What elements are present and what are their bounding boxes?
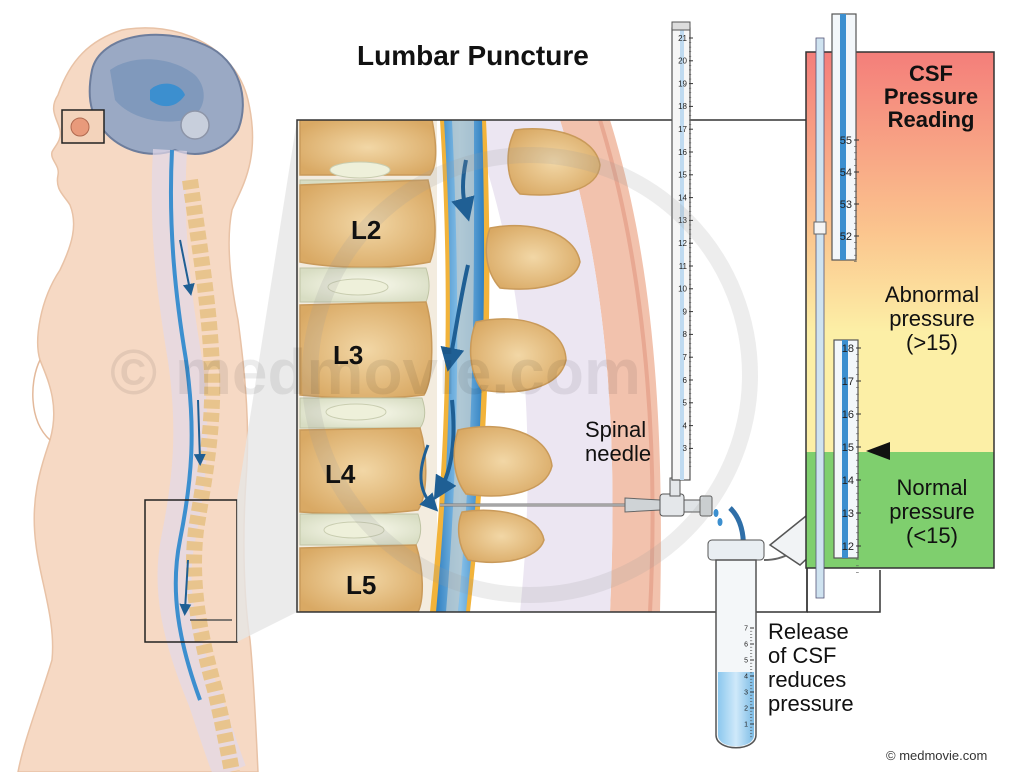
watermark	[302, 147, 758, 603]
spine-closeup-panel	[296, 119, 808, 613]
watermark-text: © medmovie.com	[110, 336, 641, 408]
scale-label: 55	[840, 135, 852, 147]
scale-label: 11	[679, 262, 688, 271]
scale-label: 5	[744, 657, 748, 664]
scale-label: 10	[678, 285, 687, 294]
scale-label: 16	[678, 148, 687, 157]
scale-label: 4	[744, 673, 748, 680]
upper-pressure-scale: 55 54 53 52	[840, 135, 859, 262]
scale-label: 18	[842, 343, 854, 355]
normal-pressure-label: Normal pressure (<15)	[889, 475, 975, 548]
collection-tube	[707, 515, 834, 749]
scale-label: 14	[678, 193, 687, 202]
scale-label: 2	[744, 705, 748, 712]
vertebra-label-l3: L3	[333, 340, 364, 370]
scale-label: 15	[678, 171, 687, 180]
scale-label: 6	[683, 376, 688, 385]
vertebra-label-l4: L4	[325, 459, 356, 489]
scale-label: 5	[683, 399, 688, 408]
spinal-column	[151, 148, 246, 772]
scale-label: 13	[842, 508, 854, 520]
scale-label: 14	[842, 475, 854, 487]
scale-label: 6	[744, 641, 748, 648]
eye-inset-box	[61, 109, 105, 144]
zoom-connector	[237, 120, 297, 642]
spinal-needle	[440, 477, 713, 517]
scale-label: 16	[842, 409, 854, 421]
scale-label: 21	[678, 34, 687, 43]
eye-icon	[70, 117, 90, 137]
brain	[88, 33, 244, 155]
scale-label: 15	[842, 442, 854, 454]
scale-label: 17	[842, 376, 854, 388]
vertebra-label-l5: L5	[346, 570, 377, 600]
scale-label: 3	[683, 444, 688, 453]
scale-label: 52	[840, 231, 852, 243]
scale-label: 19	[678, 79, 687, 88]
scale-label: 4	[683, 421, 688, 430]
tube-scale: 7 6 5 4 3 2 1	[744, 625, 754, 738]
scale-label: 18	[678, 102, 687, 111]
scale-label: 7	[744, 625, 748, 632]
scale-label: 13	[678, 216, 687, 225]
release-label: Release of CSF reduces pressure	[768, 619, 854, 716]
scale-label: 20	[678, 57, 687, 66]
spinal-needle-label: Spinal needle	[585, 417, 652, 466]
lower-pressure-scale: 18 17 16 15 14 13 12	[842, 343, 861, 573]
panel-manometer	[813, 13, 859, 599]
scale-label: 54	[840, 167, 852, 179]
scale-label: 53	[840, 199, 852, 211]
copyright-credit: © medmovie.com	[886, 748, 988, 763]
scale-label: 8	[683, 330, 688, 339]
scale-label: 9	[683, 307, 688, 316]
pressure-pointer-icon	[866, 442, 890, 460]
scale-label: 12	[678, 239, 687, 248]
manometer-tube	[671, 21, 691, 481]
scale-label: 3	[744, 689, 748, 696]
scale-label: 1	[744, 721, 748, 728]
scale-label: 17	[678, 125, 687, 134]
scale-label: 7	[683, 353, 688, 362]
page-title: Lumbar Puncture	[357, 40, 589, 71]
scale-label: 12	[842, 541, 854, 553]
manometer-scale: 21 20 19 18 17 16 15 14 13 12 11 10 9 8 7 6 5 4 3	[678, 34, 693, 467]
pressure-panel-title: CSF Pressure Reading	[883, 61, 979, 132]
vertebra-label-l2: L2	[351, 215, 382, 245]
abnormal-pressure-label: Abnormal pressure (>15)	[884, 282, 980, 355]
